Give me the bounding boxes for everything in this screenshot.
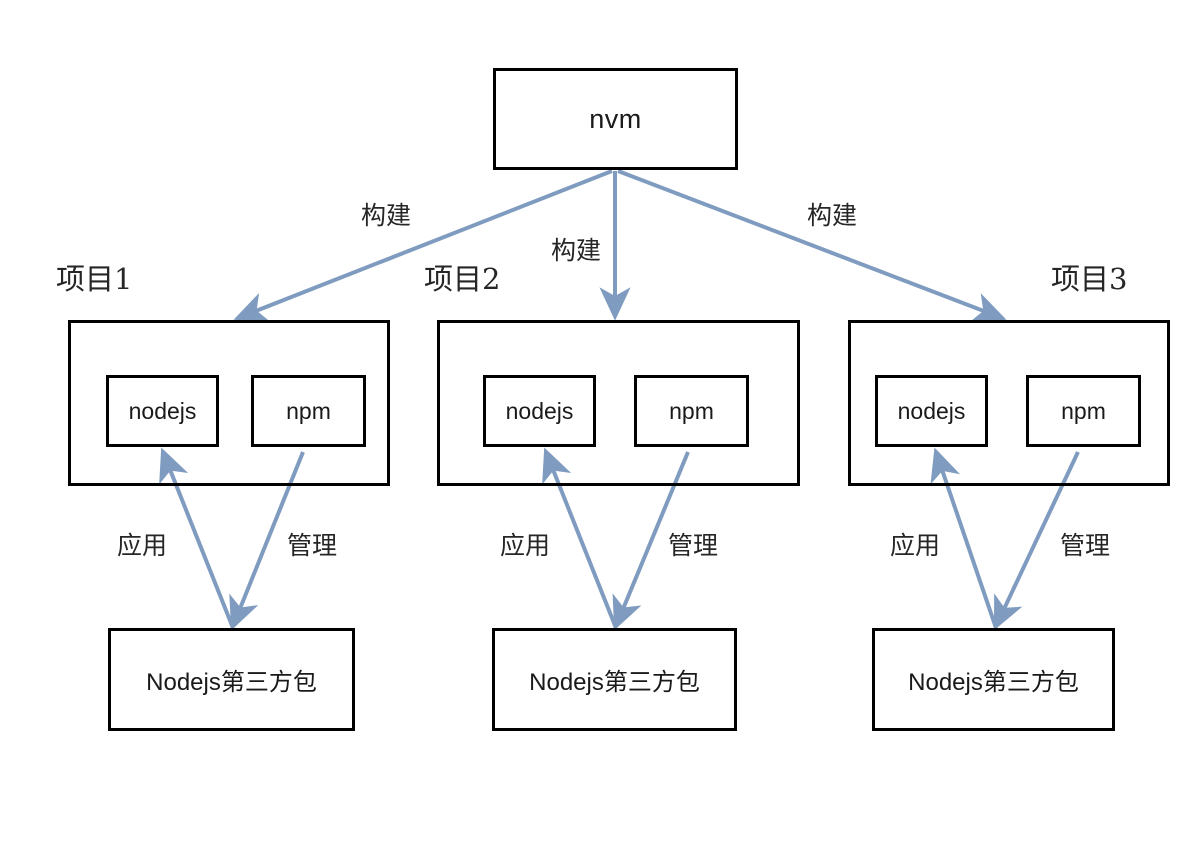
- project-1-package-box[interactable]: Nodejs第三方包: [108, 628, 355, 731]
- project-1-npm-label: npm: [286, 397, 331, 424]
- edge-label-build-project1: 构建: [361, 201, 412, 230]
- node-nvm[interactable]: nvm: [493, 68, 738, 170]
- arrow-build-project3: [617, 169, 1007, 323]
- project-1-edge-label-manage: 管理: [287, 531, 338, 560]
- project-1-npm-box[interactable]: npm: [251, 375, 366, 447]
- project-2-edge-label-apply: 应用: [500, 531, 551, 560]
- project-1-package-label: Nodejs第三方包: [146, 669, 317, 696]
- project-1-container[interactable]: [68, 320, 390, 486]
- project-1-title: 项目1: [56, 262, 133, 296]
- project-3-title: 项目3: [1051, 262, 1128, 296]
- project-2-title: 项目2: [424, 262, 501, 296]
- project-3-package-box[interactable]: Nodejs第三方包: [872, 628, 1115, 731]
- project-3-nodejs-box[interactable]: nodejs: [875, 375, 988, 447]
- project-2-package-box[interactable]: Nodejs第三方包: [492, 628, 737, 731]
- edge-label-build-project3: 构建: [807, 201, 858, 230]
- node-nvm-label: nvm: [589, 103, 642, 134]
- project-3-npm-box[interactable]: npm: [1026, 375, 1141, 447]
- project-3-edge-label-manage: 管理: [1060, 531, 1111, 560]
- project-1-edge-label-apply: 应用: [117, 531, 168, 560]
- project-2-container[interactable]: [437, 320, 800, 486]
- project-2-npm-label: npm: [669, 397, 714, 424]
- project-3-package-label: Nodejs第三方包: [908, 669, 1079, 696]
- project-2-package-label: Nodejs第三方包: [529, 669, 700, 696]
- project-2-nodejs-box[interactable]: nodejs: [483, 375, 596, 447]
- project-2-edge-label-manage: 管理: [668, 531, 719, 560]
- project-3-edge-label-apply: 应用: [890, 531, 941, 560]
- project-3-npm-label: npm: [1061, 397, 1106, 424]
- project-1-nodejs-label: nodejs: [128, 397, 197, 424]
- project-2-nodejs-label: nodejs: [505, 397, 574, 424]
- project-1-nodejs-box[interactable]: nodejs: [106, 375, 219, 447]
- edge-label-build-project2: 构建: [551, 236, 602, 265]
- project-3-nodejs-label: nodejs: [897, 397, 966, 424]
- project-2-npm-box[interactable]: npm: [634, 375, 749, 447]
- project-3-container[interactable]: [848, 320, 1170, 486]
